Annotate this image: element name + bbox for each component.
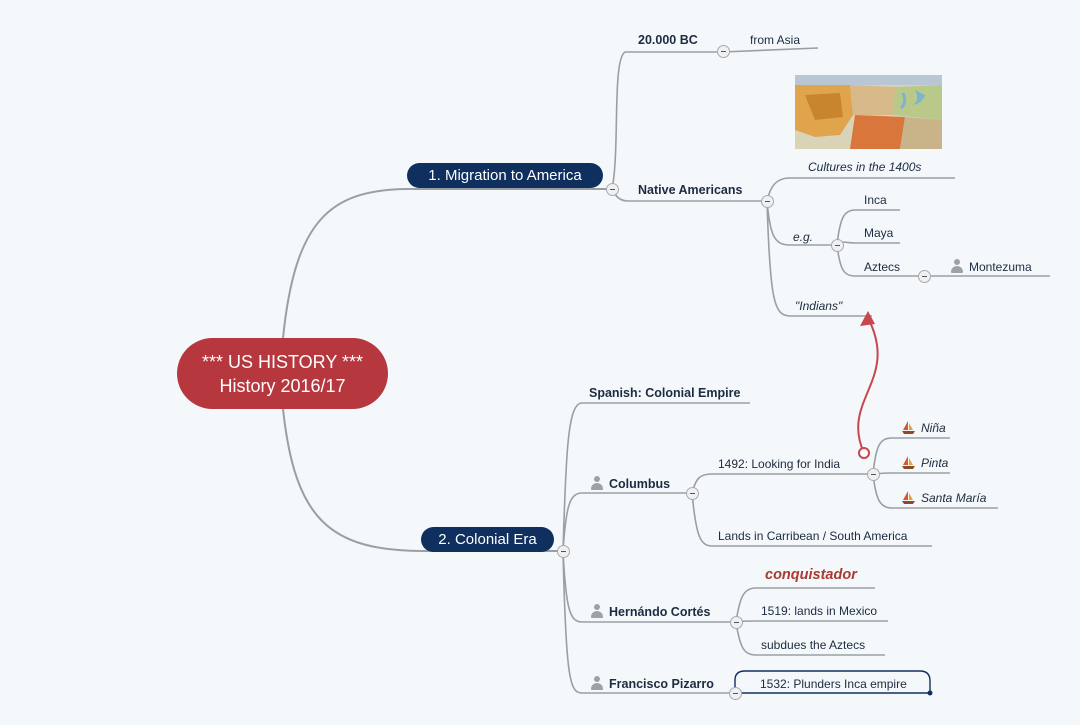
person-icon: [590, 604, 604, 618]
collapse-button-20000bc[interactable]: [717, 45, 730, 58]
collapse-button-columbus[interactable]: [686, 487, 699, 500]
person-icon: [950, 259, 964, 273]
topic-native-americans[interactable]: Native Americans: [638, 183, 743, 197]
sailboat-icon: [902, 456, 915, 469]
topic-plunders-inca[interactable]: 1532: Plunders Inca empire: [760, 677, 907, 691]
topic-colonial-era[interactable]: 2. Colonial Era: [421, 527, 554, 552]
topic-montezuma-label: Montezuma: [969, 260, 1032, 274]
collapse-button-native-americans[interactable]: [761, 195, 774, 208]
topic-migration[interactable]: 1. Migration to America: [407, 163, 603, 188]
collapse-button-migration[interactable]: [606, 183, 619, 196]
central-topic[interactable]: *** US HISTORY *** History 2016/17: [177, 338, 388, 409]
topic-lands-carribean[interactable]: Lands in Carribean / South America: [718, 529, 908, 543]
topic-spanish-colonial-empire[interactable]: Spanish: Colonial Empire: [589, 386, 741, 400]
topic-20000bc[interactable]: 20.000 BC: [638, 33, 698, 47]
topic-columbus-label: Columbus: [609, 477, 671, 491]
central-topic-line1: *** US HISTORY ***: [201, 351, 364, 372]
topic-pizarro[interactable]: Francisco Pizarro: [590, 676, 714, 691]
topic-nina[interactable]: Niña: [901, 420, 946, 435]
topic-cortes[interactable]: Hernándo Cortés: [590, 604, 710, 619]
topic-nina-label: Niña: [921, 421, 946, 435]
topic-inca[interactable]: Inca: [864, 193, 887, 207]
collapse-button-aztecs[interactable]: [918, 270, 931, 283]
person-icon: [590, 676, 604, 690]
topic-subdues-aztecs[interactable]: subdues the Aztecs: [761, 638, 866, 652]
collapse-button-looking-for-india[interactable]: [867, 468, 880, 481]
topic-aztecs[interactable]: Aztecs: [864, 260, 901, 274]
collapse-button-colonial-era[interactable]: [557, 545, 570, 558]
collapse-button-eg[interactable]: [831, 239, 844, 252]
topic-from-asia[interactable]: from Asia: [750, 33, 801, 47]
central-topic-line2: History 2016/17: [219, 375, 346, 396]
topic-santa-maria[interactable]: Santa María: [901, 490, 986, 505]
us-map-image: [795, 75, 942, 149]
topic-santa-maria-label: Santa María: [921, 491, 987, 505]
topic-conquistador[interactable]: conquistador: [765, 567, 857, 583]
collapse-button-cortes[interactable]: [730, 616, 743, 629]
topic-cortes-label: Hernándo Cortés: [609, 605, 711, 619]
topic-looking-for-india[interactable]: 1492: Looking for India: [718, 457, 841, 471]
topic-pinta[interactable]: Pinta: [901, 455, 948, 470]
sailboat-icon: [902, 491, 915, 504]
topic-columbus[interactable]: Columbus: [590, 476, 670, 491]
person-icon: [590, 476, 604, 490]
collapse-button-pizarro[interactable]: [729, 687, 742, 700]
topic-pinta-label: Pinta: [921, 456, 949, 470]
sailboat-icon: [902, 421, 915, 434]
topic-maya[interactable]: Maya: [864, 226, 894, 240]
topic-indians[interactable]: "Indians": [795, 299, 843, 313]
topic-eg[interactable]: e.g.: [793, 230, 814, 244]
topic-pizarro-label: Francisco Pizarro: [609, 677, 714, 691]
topic-montezuma[interactable]: Montezuma: [950, 259, 1032, 274]
topic-lands-mexico[interactable]: 1519: lands in Mexico: [761, 604, 878, 618]
topic-cultures[interactable]: Cultures in the 1400s: [808, 160, 922, 174]
